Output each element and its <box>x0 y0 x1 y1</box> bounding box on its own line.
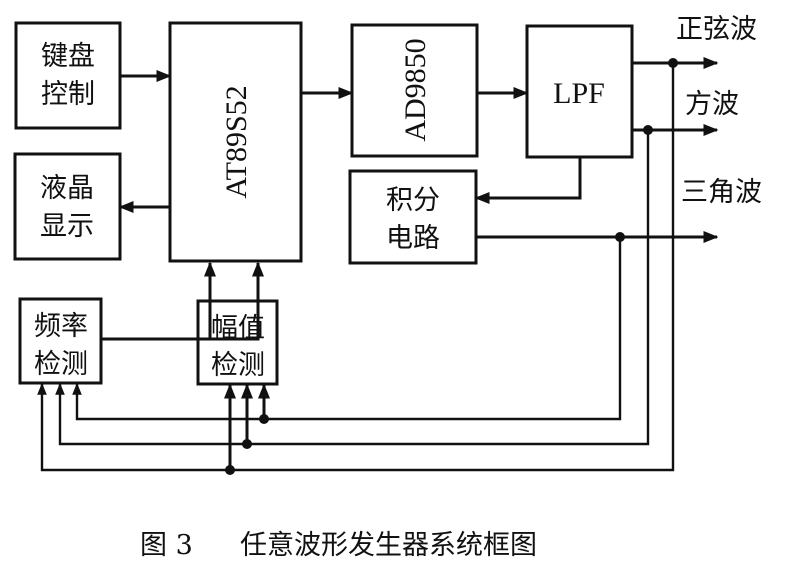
amp-detect-to-mcu-arrow <box>198 261 264 341</box>
lpf-label: LPF <box>553 77 605 110</box>
triangle-junction-dot <box>615 232 625 242</box>
triangle-feedback-to-freq-detect <box>72 237 622 421</box>
integrator-label-1: 积分 <box>386 185 440 216</box>
lpf-block: LPF <box>525 24 634 159</box>
sine-amp-junction-dot <box>225 465 235 475</box>
square-feedback-to-freq-detect <box>55 130 650 446</box>
dds-ad9850-block: AD9850 <box>350 23 479 158</box>
integrator-block: 积分 电路 <box>348 169 478 265</box>
mcu-label: AT89S52 <box>220 85 253 198</box>
mcu-at89s52-block: AT89S52 <box>168 21 303 263</box>
lcd-label-2: 显示 <box>40 211 94 242</box>
freq-detect-label-1: 频率 <box>34 311 88 342</box>
sine-junction-dot <box>668 58 678 68</box>
keyboard-control-block: 键盘 控制 <box>14 21 122 130</box>
square-amp-junction-dot <box>242 439 252 449</box>
keyboard-label-1: 键盘 <box>41 41 95 72</box>
figure-number: 图 3 <box>140 530 193 561</box>
frequency-detect-block: 频率 检测 <box>18 297 103 385</box>
triangle-amp-junction-dot <box>259 414 269 424</box>
lcd-display-block: 液晶 显示 <box>13 152 122 261</box>
square-wave-label: 方波 <box>685 89 739 120</box>
sine-wave-label: 正弦波 <box>676 14 757 45</box>
square-junction-dot <box>643 125 653 135</box>
sine-feedback-to-freq-detect <box>37 63 675 472</box>
dds-label: AD9850 <box>399 38 432 141</box>
keyboard-label-2: 控制 <box>41 79 95 110</box>
lcd-label-1: 液晶 <box>40 173 94 204</box>
triangle-wave-label: 三角波 <box>681 177 762 208</box>
amp-detect-label-2: 检测 <box>211 350 265 381</box>
freq-detect-label-2: 检测 <box>34 349 88 380</box>
freq-detect-to-mcu-arrow <box>101 261 216 341</box>
lpf-to-integrator-arrow <box>474 157 582 204</box>
figure-caption: 任意波形发生器系统框图 <box>240 530 537 561</box>
integrator-label-2: 电路 <box>386 223 440 254</box>
